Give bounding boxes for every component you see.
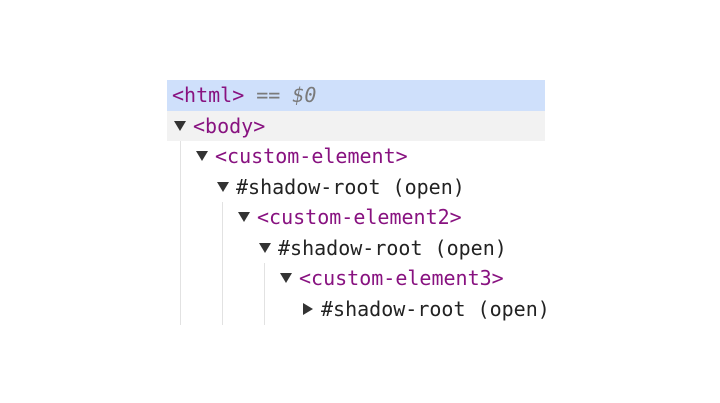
triangle-down-icon[interactable]	[279, 263, 293, 293]
console-ref-equals: ==	[256, 83, 281, 107]
tree-node-custom-element2[interactable]: <custom-element2>	[167, 202, 545, 233]
tree-node-html[interactable]: <html> == $0	[167, 80, 545, 111]
tag-body: <body>	[193, 113, 266, 138]
tag-custom-element3: <custom-element3>	[299, 266, 504, 290]
tree-node-body[interactable]: <body>	[167, 110, 545, 141]
shadow-root-label: #shadow-root (open)	[236, 174, 465, 199]
tree-node-shadow-root[interactable]: #shadow-root (open)	[167, 233, 545, 264]
console-ref-dollar0: $0	[292, 83, 317, 107]
indent-guide	[222, 202, 223, 325]
indent-guide	[180, 141, 181, 325]
indent-guide	[264, 263, 265, 325]
tree-node-shadow-root[interactable]: #shadow-root (open)	[167, 294, 550, 325]
triangle-down-icon[interactable]	[237, 202, 251, 232]
tree-node-shadow-root[interactable]: #shadow-root (open)	[167, 172, 545, 203]
tag-html: <html>	[172, 83, 245, 107]
tree-node-custom-element[interactable]: <custom-element>	[167, 141, 545, 172]
triangle-down-icon[interactable]	[195, 141, 209, 171]
tag-custom-element: <custom-element>	[215, 144, 408, 168]
triangle-down-icon[interactable]	[258, 233, 272, 263]
tag-custom-element2: <custom-element2>	[257, 205, 462, 229]
triangle-down-icon[interactable]	[173, 111, 187, 141]
triangle-down-icon[interactable]	[216, 172, 230, 202]
shadow-root-label: #shadow-root (open)	[321, 296, 550, 321]
shadow-root-label: #shadow-root (open)	[278, 235, 507, 260]
tree-node-custom-element3[interactable]: <custom-element3>	[167, 263, 545, 294]
triangle-right-icon[interactable]	[301, 294, 315, 324]
elements-tree: <html> == $0 <body> <custom-element> #sh…	[167, 80, 550, 325]
